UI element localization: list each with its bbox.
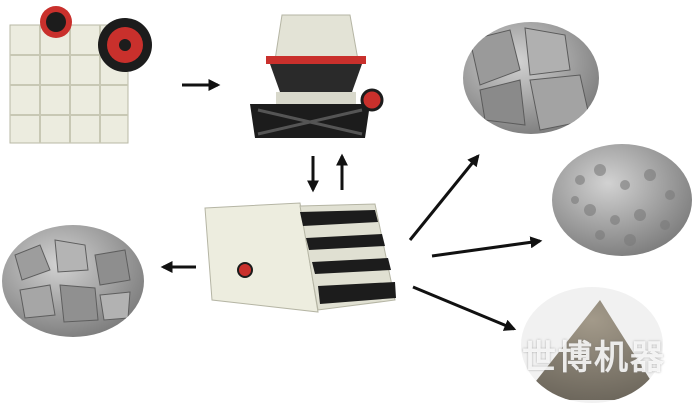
large-aggregate [463, 22, 599, 134]
cone-crusher [250, 14, 384, 138]
arrow-to-medium-gravel [431, 236, 543, 258]
arrow-to-fine-sand [412, 285, 517, 331]
mixed-aggregate [2, 225, 144, 337]
watermark-text: 世博机器 [522, 338, 666, 378]
arrow-to-large-aggregate [408, 154, 480, 241]
vibrating-screen [204, 202, 396, 313]
fine-sand [521, 287, 663, 403]
jaw-crusher [9, 6, 152, 144]
medium-gravel [552, 144, 692, 256]
